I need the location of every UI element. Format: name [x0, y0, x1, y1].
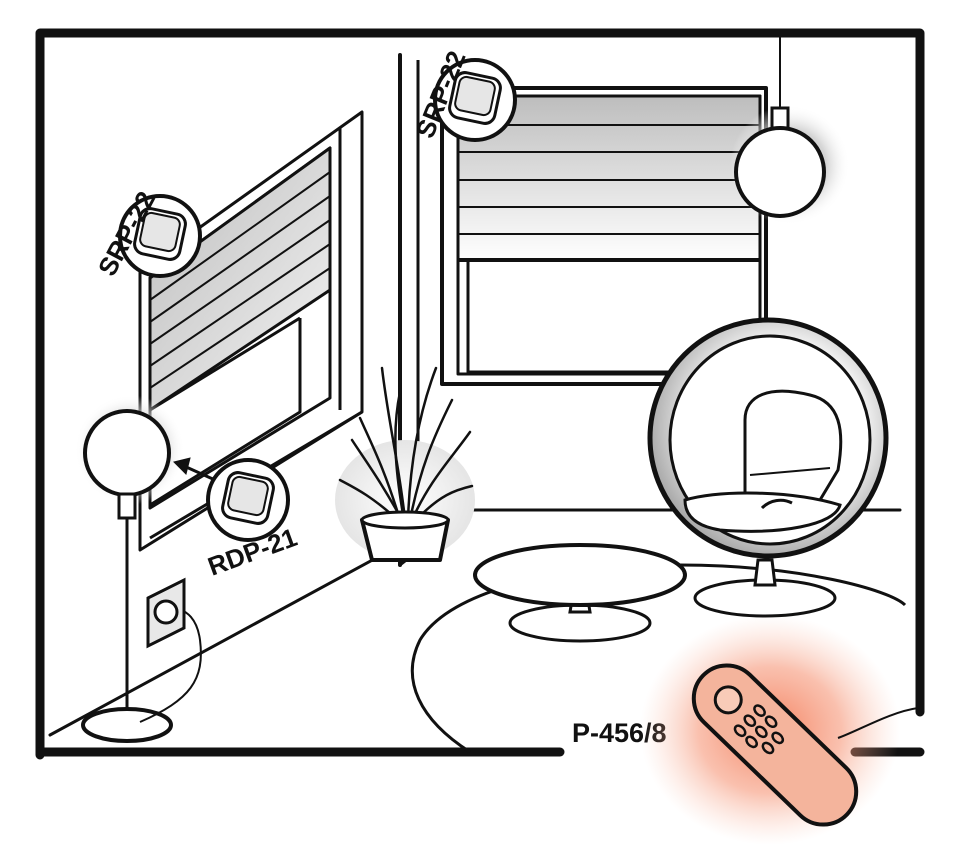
- receiver-module-icon: [118, 194, 202, 278]
- receiver-module-icon: [433, 58, 517, 142]
- ball-chair: [647, 317, 889, 618]
- control-arrow: [173, 457, 216, 482]
- left-window: [138, 110, 364, 552]
- pendant-lamp: [730, 36, 850, 225]
- receiver-module-icon: [206, 458, 290, 542]
- coffee-table: [473, 543, 687, 643]
- remote-control-icon: [640, 615, 919, 845]
- left-shade-slats: [149, 171, 331, 389]
- potted-plant: [335, 366, 475, 562]
- wall-socket-icon: [146, 577, 186, 649]
- floor-lamp: [75, 395, 202, 743]
